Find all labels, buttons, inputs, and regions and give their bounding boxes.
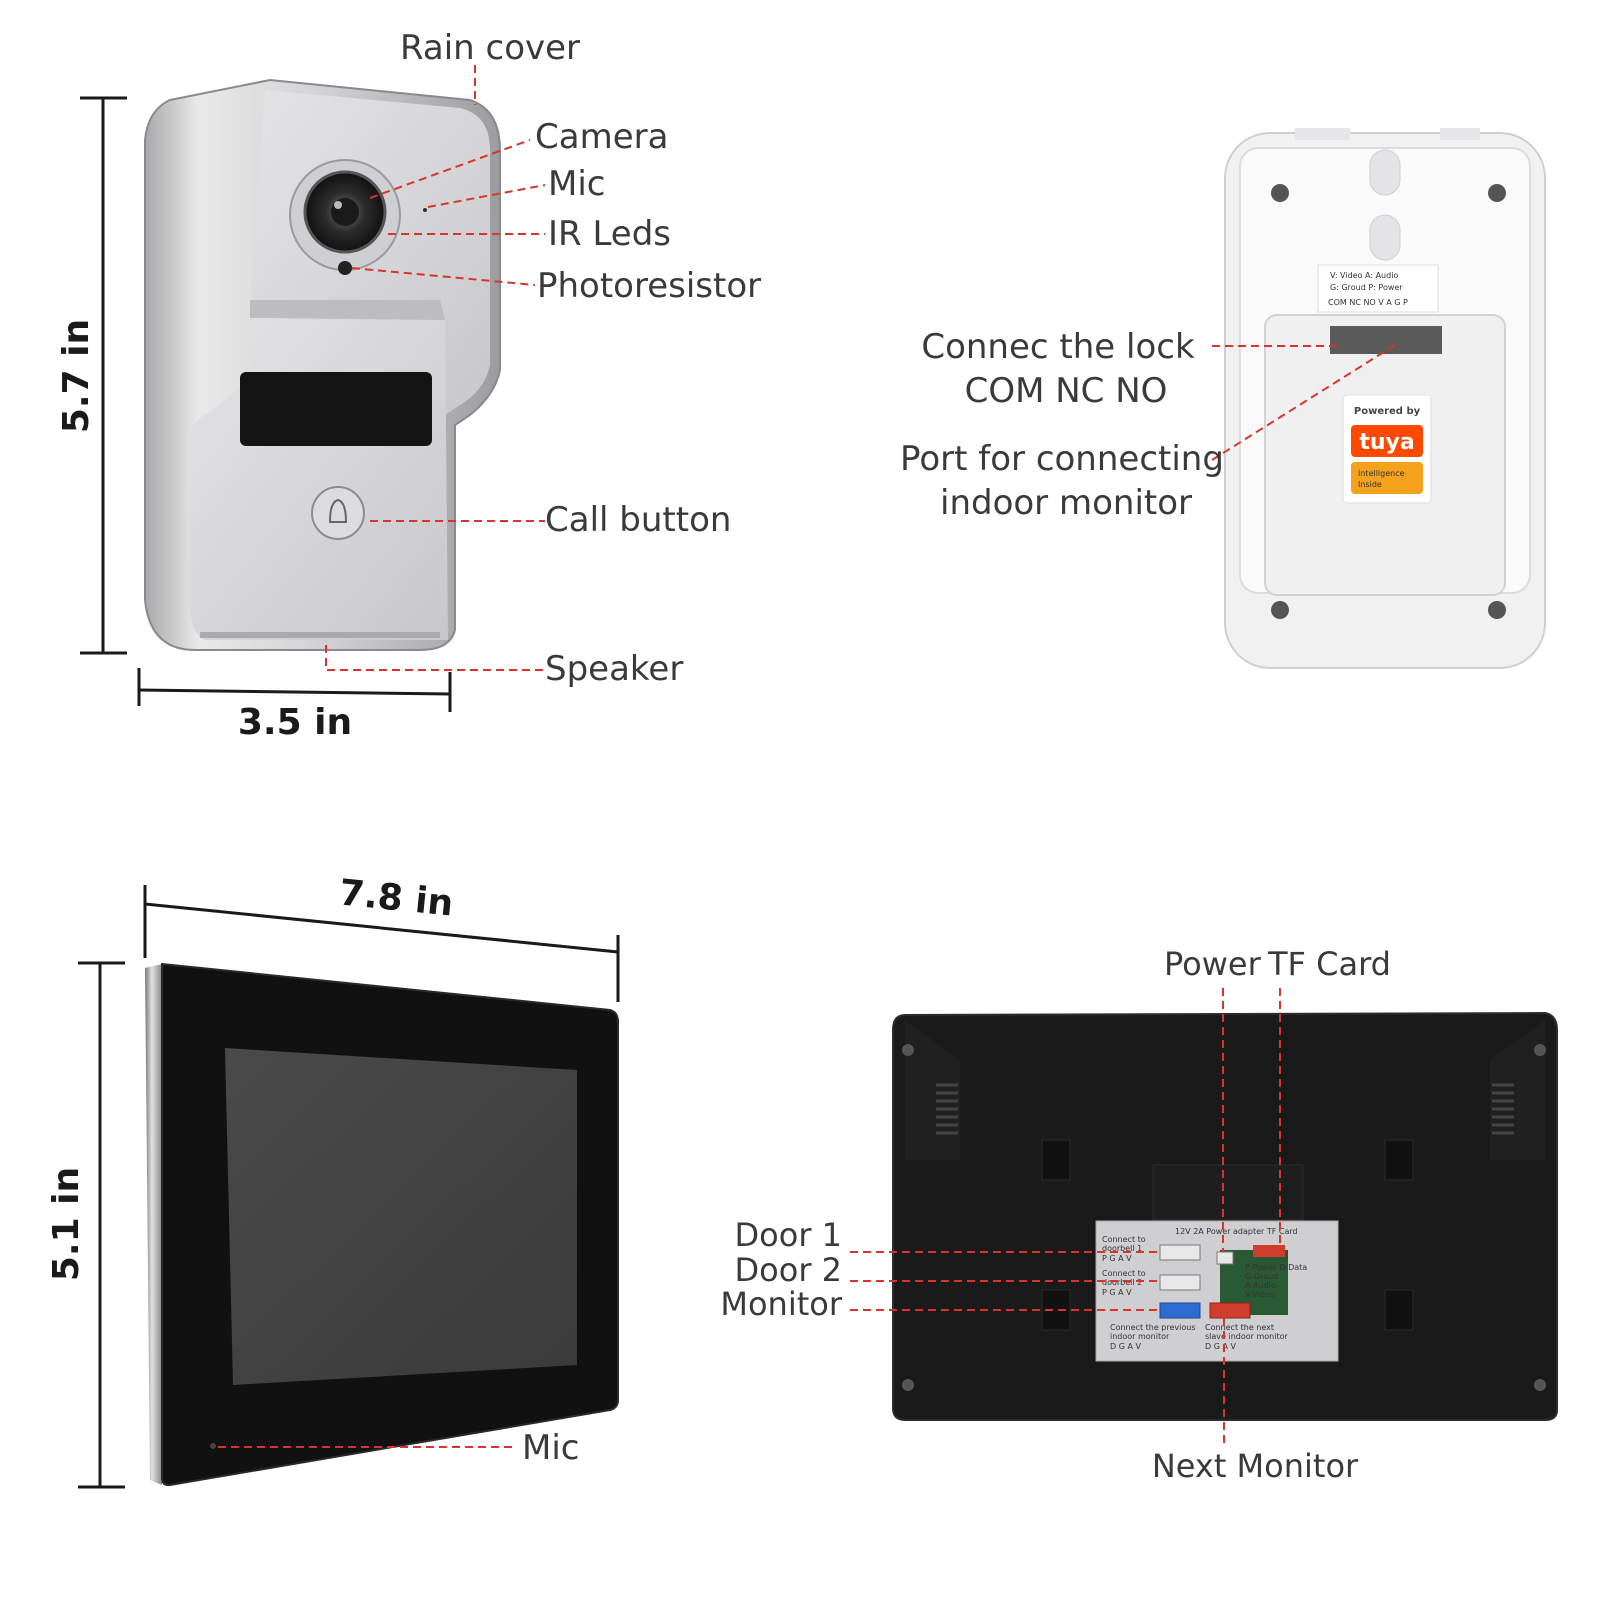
ir-leds-label: IR Leds <box>548 214 671 254</box>
power-port <box>1216 1251 1234 1265</box>
panel-next-pins: D G A V <box>1205 1342 1236 1351</box>
monitor-mic-hole <box>210 1443 216 1449</box>
panel-header: 12V 2A Power adapter TF Card <box>1175 1227 1298 1236</box>
lock-label-line2: COM NC NO <box>965 371 1168 411</box>
mic-hole <box>423 208 427 212</box>
panel-door2-pins: P G A V <box>1102 1288 1132 1297</box>
monitor-height-dimension <box>78 961 125 1489</box>
panel-next-a: Connect the next <box>1205 1323 1274 1332</box>
monitor-width-label: 7.8 in <box>337 872 455 924</box>
door1-port <box>1159 1244 1201 1261</box>
camera-label: Camera <box>535 117 668 157</box>
tuya-brand: tuya <box>1359 430 1414 455</box>
doorbell-front-unit <box>144 78 501 651</box>
panel-legend4: V:Video <box>1245 1290 1275 1299</box>
sticker-line2: G: Groud P: Power <box>1330 283 1403 292</box>
tuya-bottom2: Inside <box>1358 480 1382 489</box>
photoresistor-dot <box>338 261 352 275</box>
doorbell-height-dimension <box>80 96 127 655</box>
panel-legend2: G:Groud <box>1245 1272 1278 1281</box>
doorbell-back-unit <box>1224 128 1546 669</box>
monitor-port <box>1159 1302 1201 1319</box>
monitor-height-label: 5.1 in <box>46 1167 87 1281</box>
ir-window <box>240 372 432 446</box>
port-label-line1: Port for connecting <box>900 439 1224 479</box>
doorbell-height-label: 5.7 in <box>56 319 97 433</box>
next-monitor-label: Next Monitor <box>1152 1447 1359 1485</box>
call-button-label: Call button <box>545 500 731 540</box>
monitor-front-unit <box>145 962 619 1487</box>
panel-prev-b: indoor monitor <box>1110 1332 1170 1341</box>
monitor-screen <box>225 1048 577 1385</box>
call-button-shape <box>311 486 365 540</box>
port-label-line2: indoor monitor <box>940 483 1192 523</box>
connector-panel <box>1095 1220 1339 1362</box>
monitor-width-dimension <box>143 885 620 1002</box>
door2-label: Door 2 <box>735 1251 842 1289</box>
panel-prev-a: Connect the previous <box>1110 1323 1196 1332</box>
speaker-label: Speaker <box>545 649 683 689</box>
next-monitor-port <box>1209 1302 1251 1319</box>
tuya-powered-by: Powered by <box>1354 406 1421 417</box>
lock-label-line1: Connec the lock <box>921 327 1195 367</box>
panel-door1-a: Connect to <box>1102 1235 1146 1244</box>
monitor-back-unit <box>892 1011 1558 1421</box>
panel-legend1: P:Power D:Data <box>1245 1263 1307 1272</box>
door2-port <box>1159 1274 1201 1291</box>
panel-door1-b: doorbell 1 <box>1102 1244 1142 1253</box>
doorbell-width-label: 3.5 in <box>238 702 352 743</box>
tf-card-slot <box>1253 1245 1285 1257</box>
panel-next-b: slave indoor monitor <box>1205 1332 1288 1341</box>
mic-label: Mic <box>548 164 605 204</box>
doorbell-width-dimension <box>137 668 452 712</box>
terminal-block <box>1330 326 1442 354</box>
sticker-line1: V: Video A: Audio <box>1330 271 1398 280</box>
tf-card-label: TF Card <box>1267 945 1391 983</box>
monitor-mic-label: Mic <box>522 1428 579 1468</box>
panel-prev-pins: D G A V <box>1110 1342 1141 1351</box>
panel-legend3: A:Audio <box>1245 1281 1276 1290</box>
panel-door2-a: Connect to <box>1102 1269 1146 1278</box>
photoresistor-label: Photoresistor <box>537 266 761 306</box>
rain-cover-label: Rain cover <box>400 28 580 68</box>
power-label: Power <box>1164 945 1262 983</box>
sticker-line3: COM NC NO V A G P <box>1328 298 1408 307</box>
panel-door2-b: doorbell 2 <box>1102 1278 1142 1287</box>
door1-label: Door 1 <box>735 1216 842 1254</box>
monitor-label: Monitor <box>720 1285 842 1323</box>
tuya-bottom1: Intelligence <box>1358 469 1405 478</box>
panel-door1-pins: P G A V <box>1102 1254 1132 1263</box>
